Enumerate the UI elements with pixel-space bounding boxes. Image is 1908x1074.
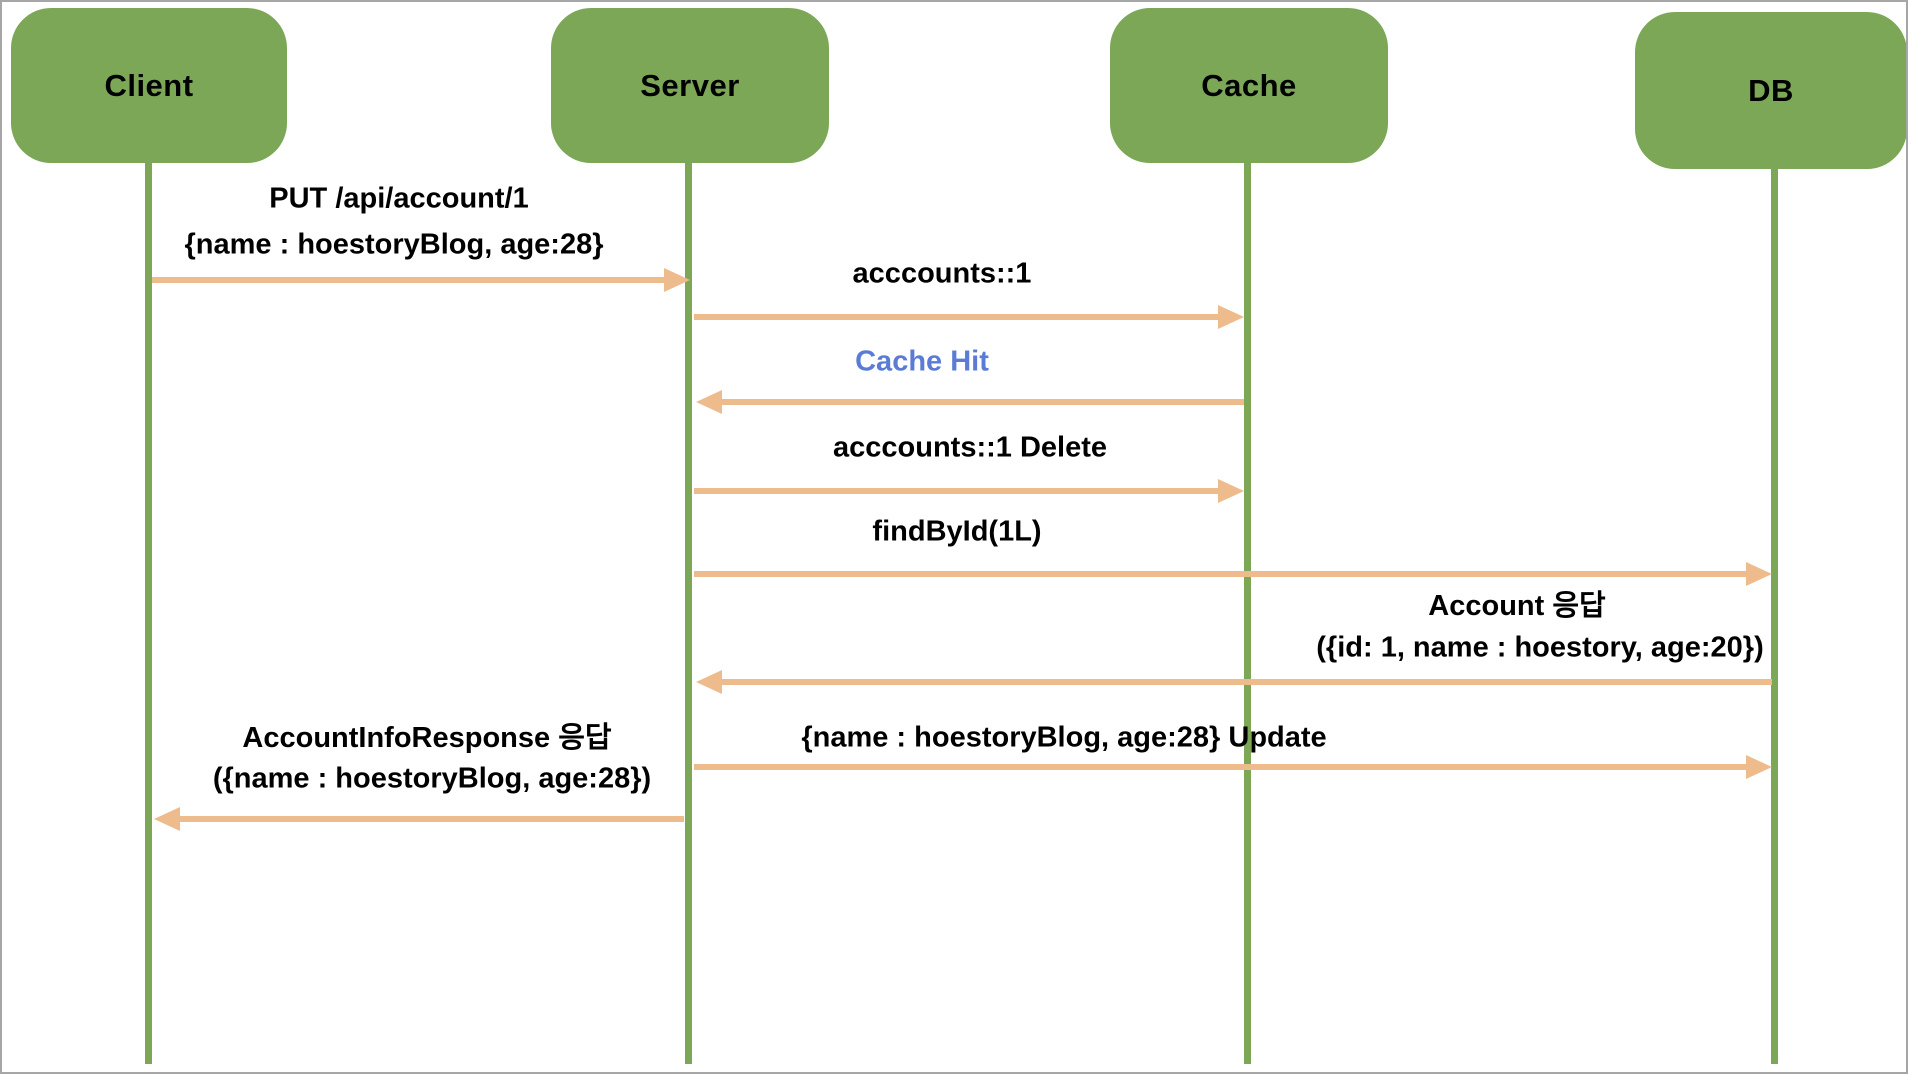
message-arrow-line-server-to-client [176, 816, 684, 822]
message-label-client-to-server-line2: {name : hoestoryBlog, age:28} [184, 228, 604, 261]
arrowhead-icon-left [154, 807, 180, 831]
actor-label-server: Server [640, 67, 740, 103]
message-arrow-line-server-to-cache [694, 314, 1222, 320]
message-label-server-to-db-line1: findById(1L) [872, 515, 1042, 548]
message-label-server-to-client-line2: ({name : hoestoryBlog, age:28}) [212, 762, 652, 795]
message-arrow-line-server-to-db [694, 764, 1750, 770]
arrowhead-icon-right [664, 268, 690, 292]
message-arrow-line-server-to-db [694, 571, 1750, 577]
actor-box-client: Client [11, 8, 287, 163]
lifeline-server [685, 163, 692, 1064]
actor-label-cache: Cache [1201, 67, 1297, 103]
arrowhead-icon-left [696, 390, 722, 414]
message-arrow-line-db-to-server [718, 679, 1772, 685]
message-arrow-line-server-to-cache [694, 488, 1222, 494]
message-label-db-to-server-line2: ({id: 1, name : hoestory, age:20}) [1316, 631, 1764, 664]
message-arrow-line-client-to-server [152, 277, 668, 283]
message-label-server-to-client-line1: AccountInfoResponse 응답 [242, 722, 612, 754]
arrowhead-icon-right [1746, 755, 1772, 779]
actor-label-db: DB [1748, 72, 1794, 108]
message-label-server-to-cache-line1: acccounts::1 [852, 257, 1032, 290]
lifeline-db [1771, 169, 1778, 1064]
arrowhead-icon-right [1746, 562, 1772, 586]
actor-box-db: DB [1635, 12, 1906, 169]
actor-box-server: Server [551, 8, 829, 163]
message-label-server-to-cache-line1: acccounts::1 Delete [833, 431, 1107, 464]
arrowhead-icon-right [1218, 479, 1244, 503]
message-label-db-to-server-line1: Account 응답 [1428, 590, 1606, 622]
arrowhead-icon-left [696, 670, 722, 694]
arrowhead-icon-right [1218, 305, 1244, 329]
message-arrow-line-cache-to-server [718, 399, 1244, 405]
actor-label-client: Client [104, 67, 194, 103]
lifeline-cache [1244, 163, 1251, 1064]
actor-box-cache: Cache [1110, 8, 1388, 163]
message-label-client-to-server-line1: PUT /api/account/1 [269, 182, 529, 215]
lifeline-client [145, 163, 152, 1064]
message-label-cache-to-server-line1: Cache Hit [855, 345, 989, 378]
message-label-server-to-db-line1: {name : hoestoryBlog, age:28} Update [801, 721, 1327, 754]
